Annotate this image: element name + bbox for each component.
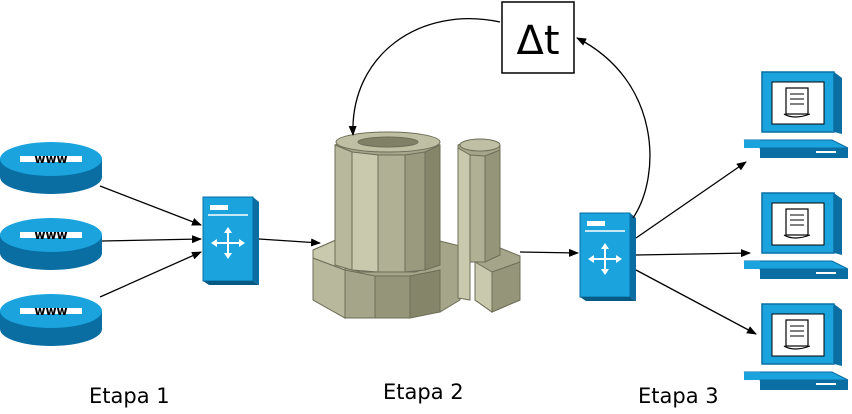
www-router-icon-1 bbox=[0, 142, 102, 194]
workstation-icon-2 bbox=[743, 192, 849, 280]
arrow-switch1-supercomputer bbox=[258, 238, 321, 247]
stage-1-label: Etapa 1 bbox=[89, 384, 170, 408]
www-router-icon-3 bbox=[0, 294, 102, 346]
stage-3-label: Etapa 3 bbox=[638, 384, 719, 408]
arrow-router3-switch1 bbox=[99, 251, 202, 298]
www-router-icon-2 bbox=[0, 218, 102, 270]
layer3-switch-icon-1 bbox=[202, 196, 260, 286]
www-label-1: www bbox=[34, 152, 67, 166]
arrow-switch2-workstation1 bbox=[635, 161, 747, 239]
layer3-switch-icon-2 bbox=[579, 212, 637, 302]
arrow-supercomputer-switch2 bbox=[519, 248, 579, 257]
arrow-deltat-supercomputer bbox=[348, 18, 501, 136]
arrow-switch2-workstation2 bbox=[635, 249, 751, 258]
arrow-switch2-deltat bbox=[576, 37, 651, 219]
supercomputer-icon bbox=[312, 131, 521, 319]
workstation-icon-1 bbox=[743, 71, 849, 159]
delta-t-box bbox=[501, 1, 575, 74]
arrow-router2-switch1 bbox=[101, 235, 202, 244]
workstation-icon-3 bbox=[743, 303, 849, 391]
delta-t-label: Δt bbox=[516, 18, 559, 64]
www-label-3: www bbox=[34, 304, 67, 318]
arrow-switch2-workstation3 bbox=[635, 269, 757, 335]
www-label-2: www bbox=[34, 228, 67, 242]
stage-2-label: Etapa 2 bbox=[383, 380, 464, 404]
arrow-router1-switch1 bbox=[99, 185, 202, 226]
